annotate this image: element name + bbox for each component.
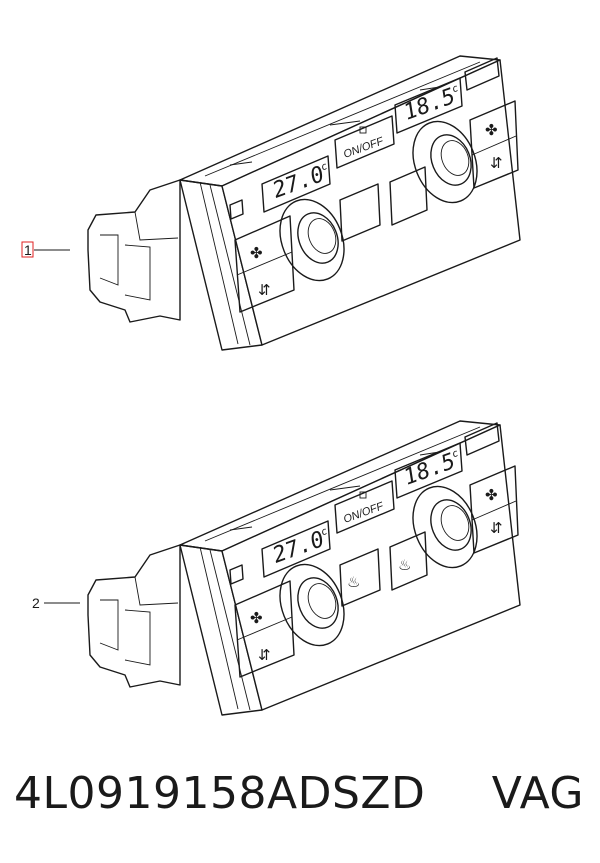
- callout-1-highlight: [21, 241, 34, 258]
- parts-diagram: 27.0c 18.5c ON/OFF ✤ ⇵ ✤ ⇵ 1 27.0c 18.5c…: [21, 55, 521, 716]
- seat-heating-left-icon: ♨: [347, 573, 360, 591]
- fan-icon: ✤: [485, 121, 498, 139]
- fan-icon: ✤: [485, 486, 498, 504]
- climate-control-unit-1: 27.0c 18.5c ON/OFF ✤ ⇵ ✤ ⇵ 1: [21, 55, 521, 351]
- callout-2-label: 2: [32, 595, 40, 611]
- air-direction-icon: ⇵: [490, 519, 503, 537]
- fan-icon: ✤: [250, 609, 263, 627]
- brand-label: VAG: [491, 768, 584, 819]
- climate-control-unit-2: 27.0c 18.5c ON/OFF ♨ ♨ ✤ ⇵ ✤ ⇵ 2: [32, 420, 521, 716]
- part-number: 4L0919158ADSZD: [14, 768, 426, 819]
- seat-heating-right-icon: ♨: [398, 556, 411, 574]
- air-direction-icon: ⇵: [258, 281, 271, 299]
- air-direction-icon: ⇵: [490, 154, 503, 172]
- footer: 4L0919158ADSZD VAG: [0, 760, 600, 863]
- fan-icon: ✤: [250, 244, 263, 262]
- air-direction-icon: ⇵: [258, 646, 271, 664]
- callout-1-label: 1: [24, 242, 32, 258]
